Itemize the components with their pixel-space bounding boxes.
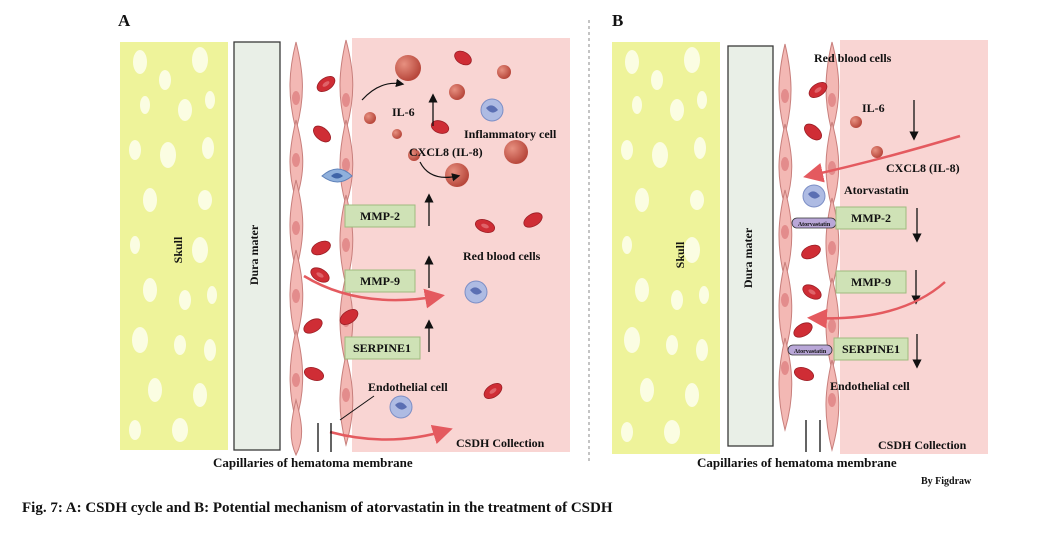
endothelial-label-b: Endothelial cell: [830, 379, 910, 393]
figure-caption: Fig. 7: A: CSDH cycle and B: Potential m…: [22, 500, 613, 516]
il6-label: IL-6: [392, 105, 415, 119]
skull-region: Skull: [120, 42, 228, 450]
rbc-label-a: Red blood cells: [463, 249, 541, 263]
dura-region-b: Dura mater: [727, 45, 774, 447]
red-blood-cells-a: [303, 50, 543, 399]
serpine1-box-b: [833, 337, 909, 361]
leak-arrow-a1: [303, 274, 445, 309]
capillaries-label-a: Capillaries of hematoma membrane: [213, 455, 413, 470]
inflammatory-cell-icon: [321, 98, 504, 419]
leak-arrow-a2: [329, 424, 453, 444]
mmp9-label-b: MMP-9: [851, 275, 891, 289]
cytokine-particles-b: [850, 116, 883, 158]
cytokine-particles-a: [364, 55, 528, 187]
inflammatory-cell-label: Inflammatory cell: [464, 127, 557, 141]
collection-area: [352, 38, 570, 452]
panel-a-letter: A: [118, 11, 131, 30]
mmp2-box: [344, 204, 416, 228]
mmp9-box: [344, 269, 416, 293]
dura-region: Dura mater: [233, 41, 281, 451]
endothelial-column-left-b: [778, 43, 793, 432]
panel-a: A Skull Dura mater: [118, 11, 570, 470]
mmp9-box-b: [835, 270, 907, 294]
collection-label-a: CSDH Collection: [456, 436, 545, 450]
return-arrow-b2: [807, 281, 946, 329]
rbc-label-b: Red blood cells: [814, 51, 892, 65]
atorvastatin-label: Atorvastatin: [844, 183, 909, 197]
panel-b: B Skull Dura mater: [612, 11, 988, 470]
atorvastatin-tag-2: Atorvastatin: [787, 344, 833, 356]
skull-label-b: Skull: [673, 241, 687, 268]
endothelial-column-left: [289, 41, 304, 457]
red-blood-cells-b: [793, 82, 828, 381]
panel-b-letter: B: [612, 11, 623, 30]
immune-cell-b-icon: [802, 184, 826, 208]
skull-region-b: Skull: [612, 42, 720, 454]
endothelial-pointer-a: [339, 395, 375, 421]
mmp9-label: MMP-9: [360, 274, 400, 288]
capillaries-label-b: Capillaries of hematoma membrane: [697, 455, 897, 470]
dura-label: Dura mater: [247, 224, 261, 285]
collection-label-b: CSDH Collection: [878, 438, 967, 452]
drug-tag-label-1: Atorvastatin: [798, 222, 831, 228]
endothelial-label-a: Endothelial cell: [368, 380, 448, 394]
serpine1-label-b: SERPINE1: [842, 342, 900, 356]
arrow-cxcl8: [419, 161, 461, 182]
figdraw-credit: By Figdraw: [921, 476, 972, 487]
il6-label-b: IL-6: [862, 101, 885, 115]
mmp2-label: MMP-2: [360, 209, 400, 223]
serpine1-box: [344, 336, 421, 360]
serpine1-label: SERPINE1: [353, 341, 411, 355]
mmp2-label-b: MMP-2: [851, 211, 891, 225]
skull-label: Skull: [171, 236, 185, 263]
arrow-to-il6: [361, 78, 405, 101]
drug-tag-label-2: Atorvastatin: [794, 349, 827, 355]
atorvastatin-tag-1: Atorvastatin: [791, 217, 837, 229]
cxcl8-label: CXCL8 (IL-8): [409, 145, 483, 159]
cxcl8-label-b: CXCL8 (IL-8): [886, 161, 960, 175]
return-arrow-b1: [803, 134, 961, 183]
dura-label-b: Dura mater: [741, 227, 755, 288]
mmp2-box-b: [835, 206, 907, 230]
